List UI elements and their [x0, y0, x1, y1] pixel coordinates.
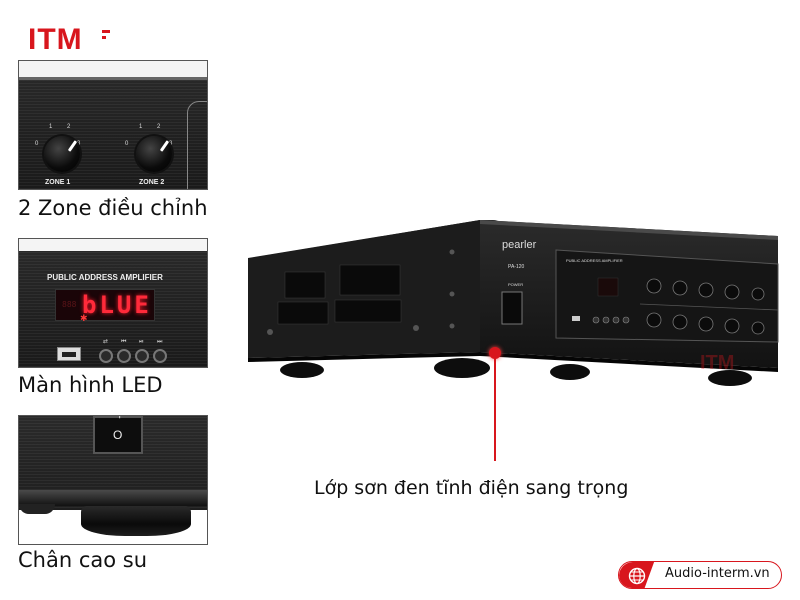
- logo-mark: [102, 30, 110, 42]
- usb-port-icon: [57, 347, 81, 361]
- logo-text: ITM: [28, 23, 83, 56]
- svg-text:pearler: pearler: [502, 239, 537, 251]
- led-detail-photo: PUBLIC ADDRESS AMPLIFIER 888 bLUE ✱ ⇄ ⏮ …: [18, 238, 208, 368]
- next-button: [153, 349, 167, 363]
- svg-text:PA-120: PA-120: [508, 264, 525, 270]
- panel-title: PUBLIC ADDRESS AMPLIFIER: [47, 273, 163, 282]
- feet-caption: Chân cao su: [18, 548, 148, 572]
- feet-detail-photo: | O: [18, 415, 208, 545]
- zone-detail-photo: 0 1 2 3 ZONE 1 0 1 2 3 ZONE 2: [18, 60, 208, 190]
- dial-tick: 1: [49, 124, 53, 130]
- previous-icon: ⏮: [121, 338, 127, 345]
- dial-tick: 0: [125, 141, 129, 147]
- next-icon: ⏭: [157, 338, 163, 345]
- coating-annotation: Lớp sơn đen tĩnh điện sang trọng: [314, 477, 629, 499]
- zone-1-label: ZONE 1: [45, 179, 71, 186]
- zone-1-knob: [44, 136, 80, 172]
- led-display: 888 bLUE ✱: [55, 289, 155, 324]
- website-url[interactable]: Audio-interm.vn: [665, 566, 770, 581]
- svg-text:PUBLIC ADDRESS AMPLIFIER: PUBLIC ADDRESS AMPLIFIER: [566, 258, 623, 263]
- rubber-foot: [81, 506, 191, 536]
- svg-text:POWER: POWER: [508, 282, 523, 287]
- dial-tick: 0: [35, 141, 39, 147]
- website-badge[interactable]: Audio-interm.vn: [618, 561, 782, 589]
- zone-2-knob: [136, 136, 172, 172]
- play-pause-icon: ⏯: [139, 338, 144, 345]
- dial-tick: 1: [139, 124, 143, 130]
- itm-logo: ITM: [28, 24, 118, 56]
- annotation-pointer-line: [494, 353, 496, 461]
- amplifier-photo: pearler PA-120 POWER PUBLIC ADDRESS AMPL…: [240, 210, 780, 390]
- zone-caption: 2 Zone điều chỉnh: [18, 196, 208, 220]
- repeat-button: [99, 349, 113, 363]
- dial-tick: 2: [67, 124, 71, 130]
- switch-label: O: [113, 428, 123, 442]
- dial-tick: 2: [157, 124, 161, 130]
- itm-watermark: ITM: [700, 352, 735, 374]
- zone-2-label: ZONE 2: [139, 179, 165, 186]
- previous-button: [117, 349, 131, 363]
- led-caption: Màn hình LED: [18, 373, 163, 397]
- dial-tick: 3: [77, 141, 81, 147]
- play-pause-button: [135, 349, 149, 363]
- power-switch: | O: [93, 416, 143, 454]
- rubber-foot: [19, 504, 55, 514]
- led-text: bLUE: [82, 291, 152, 319]
- dial-tick: 3: [169, 141, 173, 147]
- repeat-icon: ⇄: [103, 338, 109, 345]
